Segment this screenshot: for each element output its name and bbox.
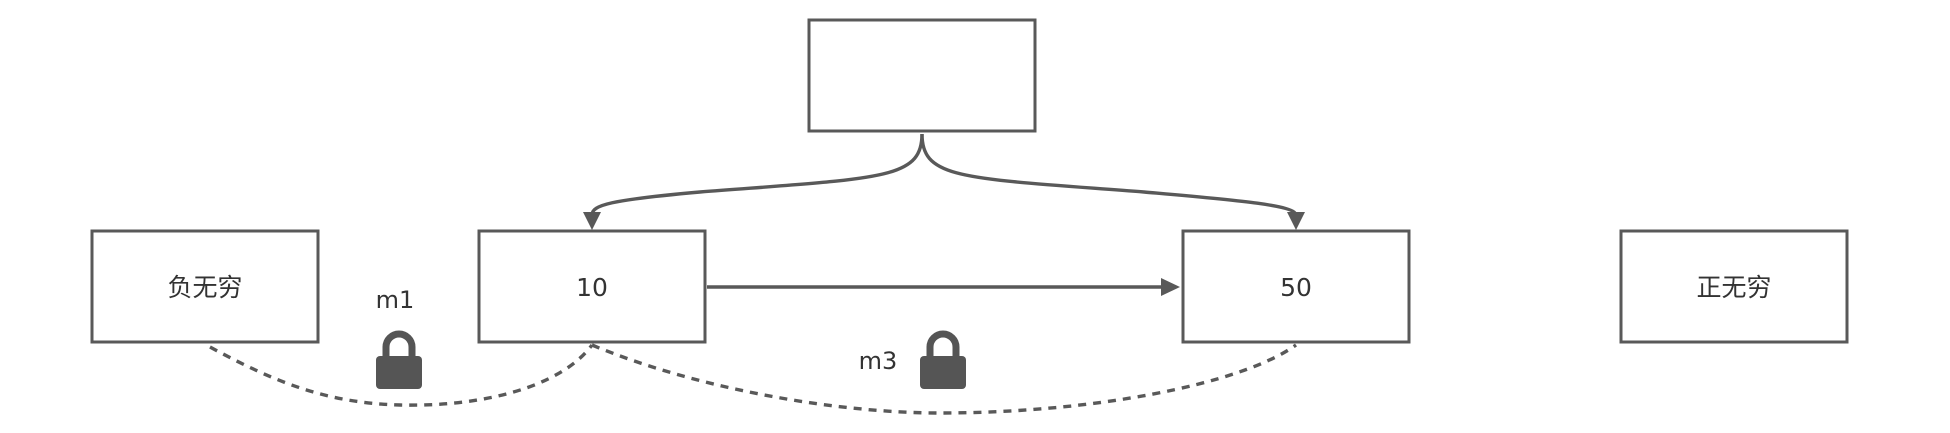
edge-top-to-10 (590, 133, 924, 216)
lock-m1-label: m1 (376, 286, 415, 314)
lock-m1: m1 (376, 286, 422, 389)
dashed-link-neg-inf-to-10 (209, 343, 594, 407)
edge-top-to-50 (920, 133, 1298, 216)
node-10: 10 (477, 229, 707, 344)
lock-icon (376, 330, 422, 389)
arrowhead-to-10 (583, 212, 601, 230)
lock-m3-label: m3 (859, 347, 898, 375)
node-negative-infinity-label: 负无穷 (167, 273, 242, 302)
node-negative-infinity: 负无穷 (90, 229, 320, 344)
node-positive-infinity-label: 正无穷 (1696, 273, 1771, 302)
arrowhead-to-50 (1287, 212, 1305, 230)
node-50-label: 50 (1280, 273, 1312, 302)
lock-icon (920, 330, 966, 389)
arrowhead-to-50-straight (1161, 278, 1180, 296)
node-positive-infinity: 正无穷 (1619, 229, 1849, 344)
node-top (807, 18, 1037, 133)
lock-m3: m3 (859, 330, 966, 389)
node-50: 50 (1181, 229, 1411, 344)
node-10-label: 10 (576, 273, 608, 302)
